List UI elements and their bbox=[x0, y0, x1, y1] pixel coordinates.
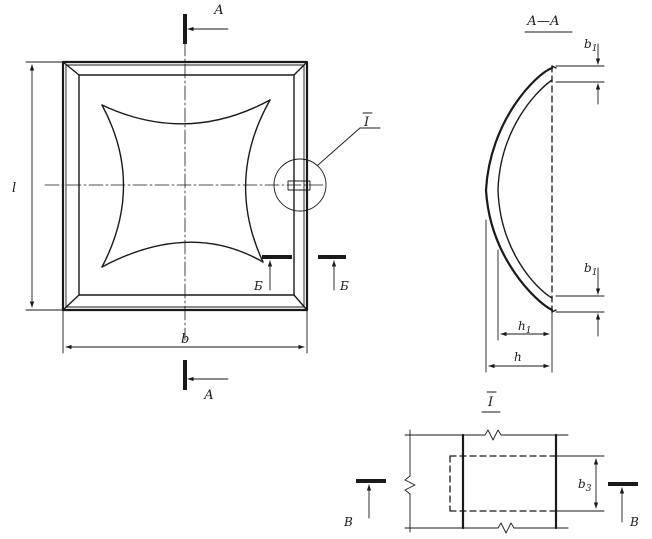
dim-b1-top-label: b1 bbox=[584, 37, 597, 54]
dim-h1-label: h1 bbox=[518, 319, 531, 336]
dim-b-label: b bbox=[181, 332, 189, 347]
section-flange-tips bbox=[551, 65, 557, 313]
dome-edge-right bbox=[244, 99, 271, 263]
detail-break-left bbox=[404, 475, 416, 495]
detail-i-circle bbox=[273, 158, 327, 212]
section-b-right-label: Б bbox=[339, 279, 349, 293]
detail-i-view: I b3 В В bbox=[343, 391, 639, 534]
dome-edge-top bbox=[101, 99, 271, 125]
section-outer-curve bbox=[484, 66, 554, 312]
dim-b1-bottom-label: b1 bbox=[584, 261, 597, 278]
detail-i-title: I bbox=[487, 395, 494, 410]
dome-edge-left bbox=[101, 104, 125, 268]
section-a-bottom-label: А bbox=[203, 388, 214, 403]
dim-h-label: h bbox=[514, 350, 522, 364]
plan-view: А А Б Б I l b bbox=[12, 3, 381, 403]
detail-i-callout-label: I bbox=[363, 115, 370, 130]
detail-break-top bbox=[484, 429, 502, 441]
section-inner-curve bbox=[497, 79, 553, 299]
detail-hidden-slot bbox=[449, 455, 557, 512]
bevel-lines bbox=[62, 61, 308, 311]
dim-l-label: l bbox=[12, 181, 16, 196]
detail-break-bottom bbox=[497, 522, 515, 534]
dim-b3-label: b3 bbox=[578, 477, 592, 494]
section-a-top-label: А bbox=[213, 3, 224, 18]
section-a-a-title: А—А bbox=[526, 14, 560, 29]
section-a-a-view: А—А b1 b1 h1 h bbox=[484, 14, 605, 373]
detail-i-leader bbox=[317, 127, 361, 166]
section-b-left-label: Б bbox=[253, 279, 263, 293]
detail-i-slot bbox=[287, 180, 311, 191]
dome-edge-bottom bbox=[101, 241, 264, 268]
flange-line bbox=[65, 64, 305, 308]
section-v-right-label: В bbox=[629, 515, 639, 529]
section-v-left-label: В bbox=[343, 515, 353, 529]
